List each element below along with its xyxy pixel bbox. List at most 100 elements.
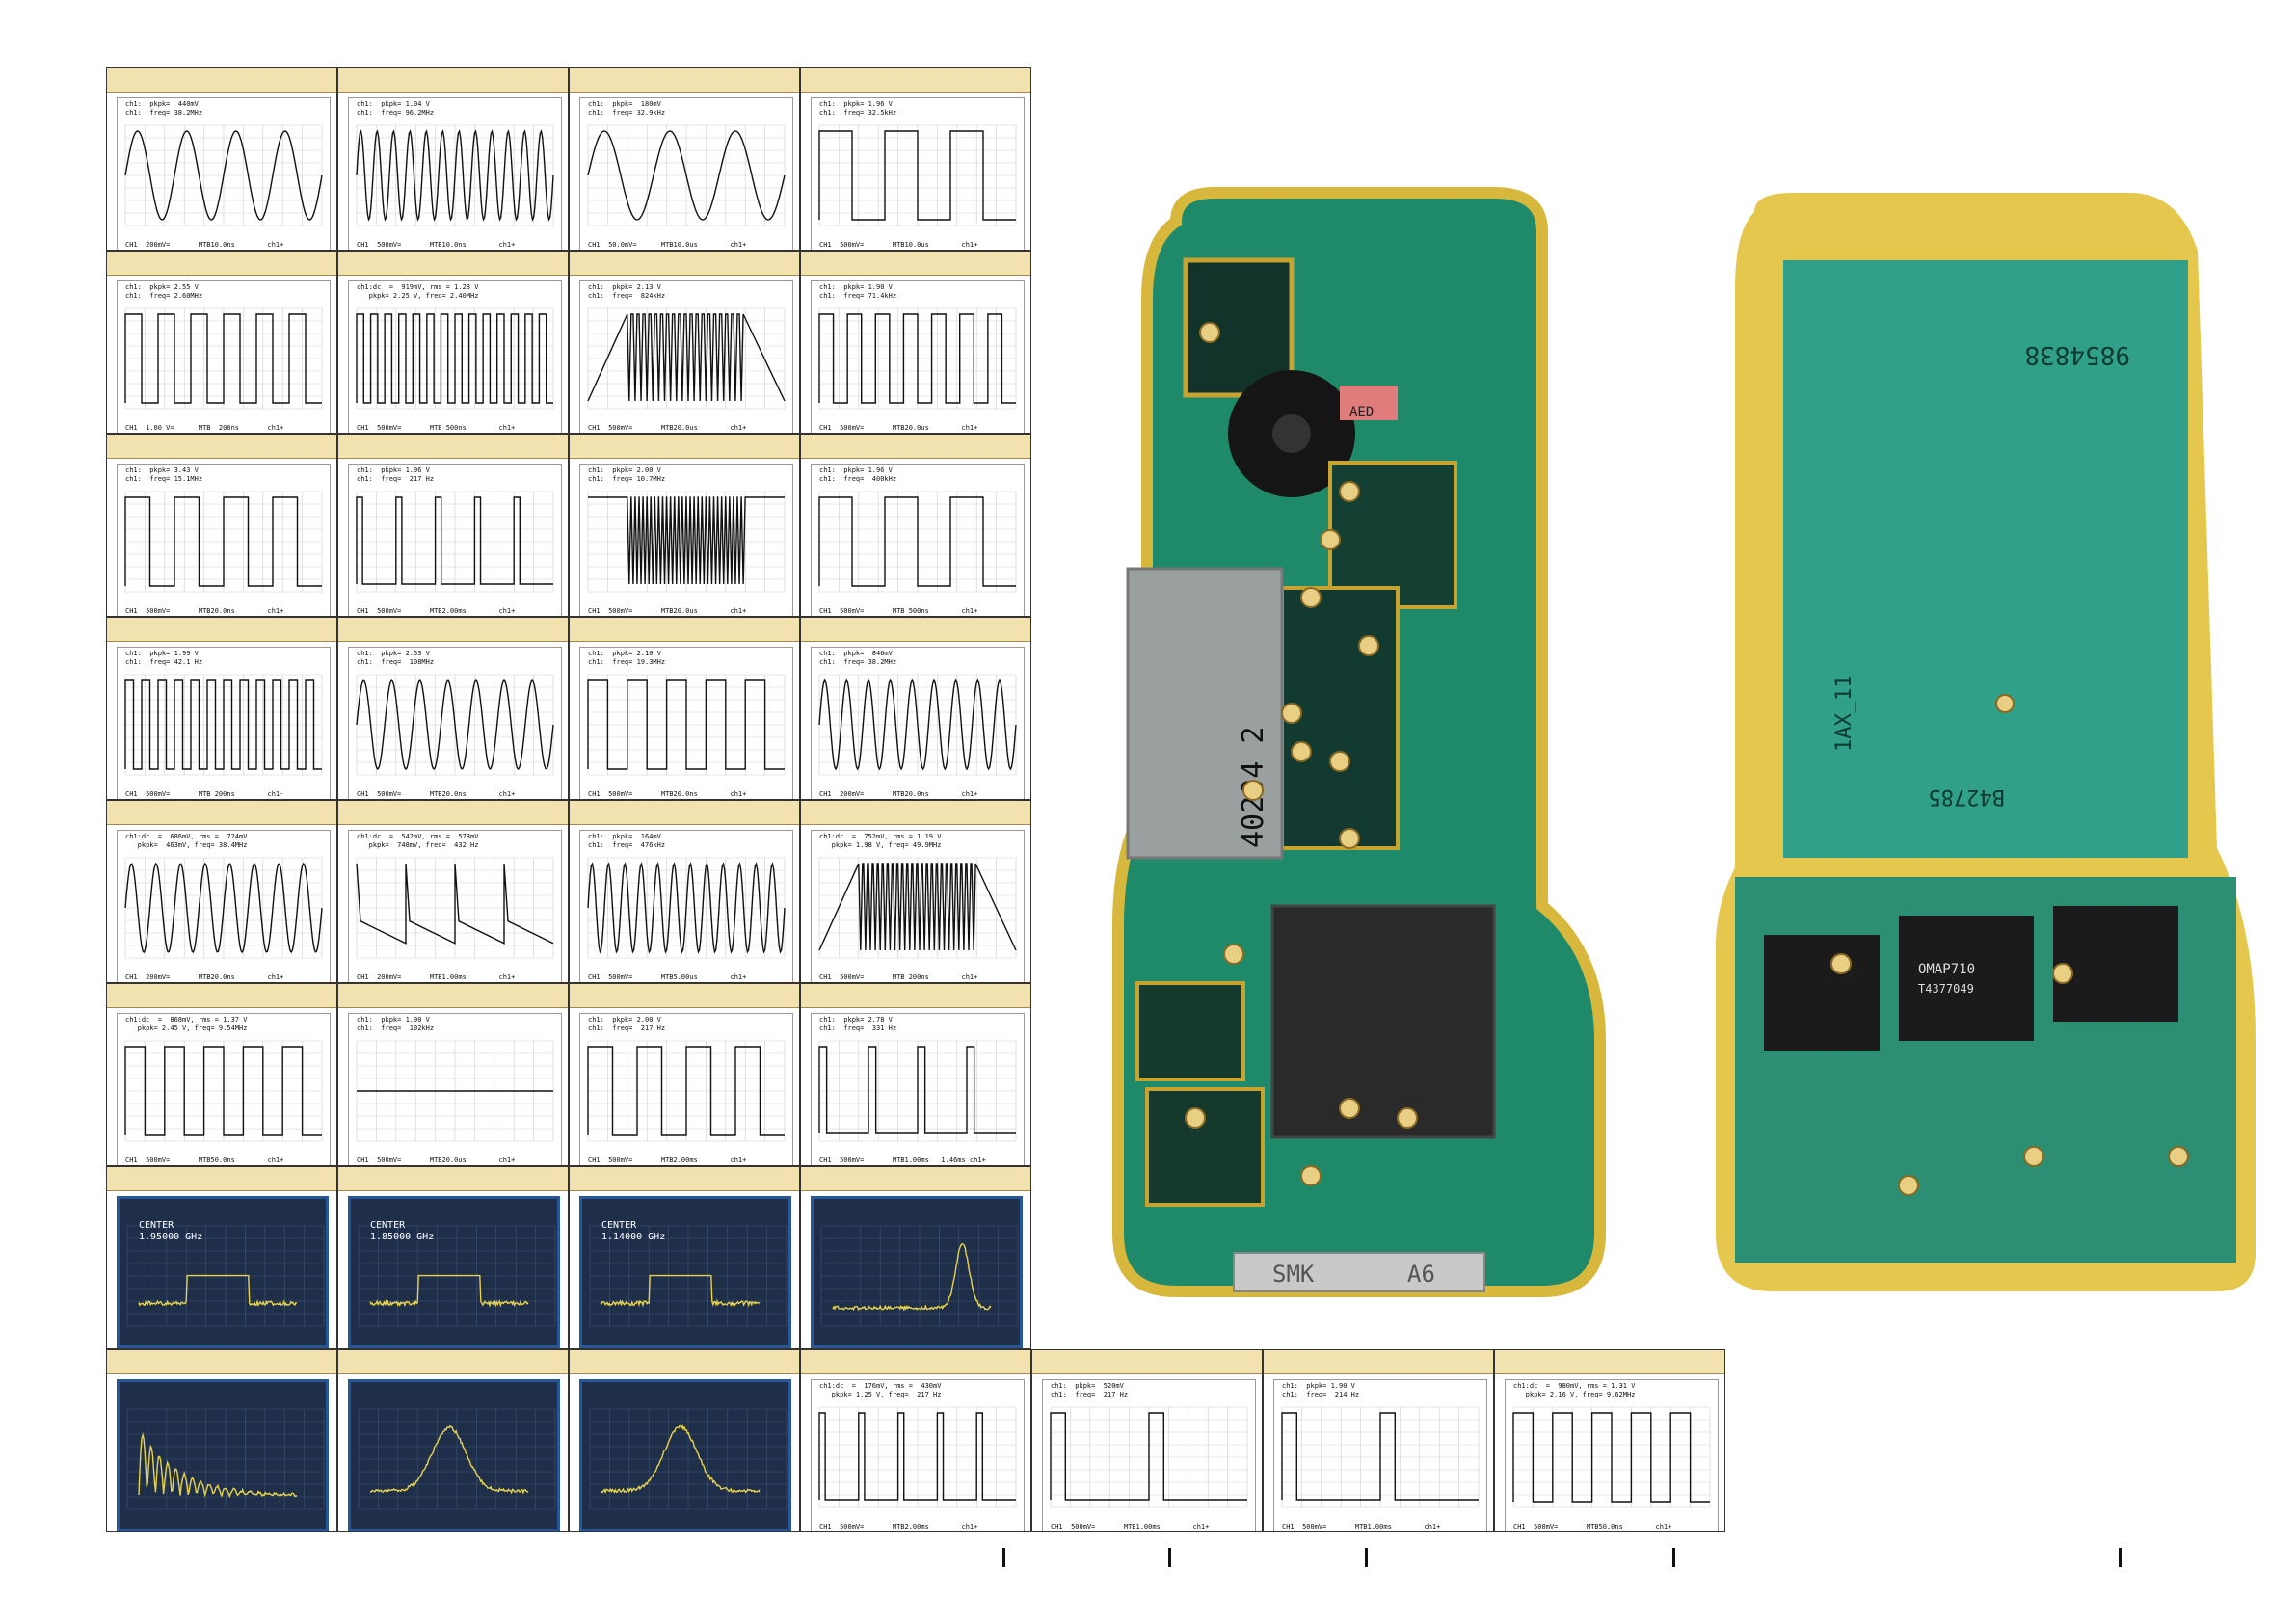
measurement-line-2: ch1: freq= 96.2MHz bbox=[357, 109, 434, 117]
scope-screen: ch1: pkpk= 1.96 Vch1: freq= 400kHzCH1 50… bbox=[811, 464, 1025, 617]
spectrum-tile bbox=[569, 1349, 800, 1532]
scope-settings: CH1 500mV= MTB 200ns ch1+ bbox=[819, 973, 977, 981]
waveform-plot bbox=[812, 1014, 1024, 1166]
scope-settings: CH1 500mV= MTB20.0us ch1+ bbox=[357, 1157, 515, 1164]
tile-header bbox=[570, 618, 799, 642]
measurement-line-1: ch1: pkpk= 1.96 V bbox=[357, 466, 430, 474]
waveform-plot bbox=[580, 98, 792, 251]
waveform-plot bbox=[580, 465, 792, 617]
connector-label: SMK bbox=[1272, 1261, 1315, 1288]
measurement-line-2: ch1: freq= 217 Hz bbox=[357, 475, 434, 483]
tile-header bbox=[801, 1167, 1030, 1191]
measurement-line-1: ch1:dc = 980mV, rms = 1.31 V bbox=[1513, 1382, 1635, 1390]
pcb-front-side: AED 40204 2 SMK A6 bbox=[1060, 173, 1658, 1311]
tile-header bbox=[338, 1167, 568, 1191]
tile-header bbox=[801, 801, 1030, 825]
scope-settings: CH1 200mV= MTB20.0ns ch1+ bbox=[125, 973, 283, 981]
measurement-line-2: pkpk= 1.25 V, freq= 217 Hz bbox=[819, 1391, 941, 1398]
scope-screen: ch1: pkpk= 440mVch1: freq= 38.2MHzCH1 20… bbox=[117, 97, 331, 251]
measurement-line-1: ch1: pkpk= 180mV bbox=[588, 100, 661, 108]
tile-header bbox=[1032, 1350, 1262, 1374]
measurement-line-2: ch1: freq= 2.60MHz bbox=[125, 292, 202, 300]
oscilloscope-tile: ch1:dc = 919mV, rms = 1.28 V pkpk= 2.25 … bbox=[337, 251, 569, 434]
tile-header bbox=[801, 252, 1030, 276]
waveform-plot bbox=[118, 648, 330, 800]
measurement-line-1: ch1:dc = 752mV, rms = 1.19 V bbox=[819, 833, 941, 840]
measurement-line-1: ch1: pkpk= 1.99 V bbox=[125, 650, 199, 657]
measurement-line-2: pkpk= 2.16 V, freq= 9.62MHz bbox=[1513, 1391, 1635, 1398]
page-marker bbox=[1672, 1548, 1675, 1567]
spectrum-screen: CENTER1.14000 GHz bbox=[579, 1196, 791, 1348]
oscilloscope-tile: ch1: pkpk= 2.10 Vch1: freq= 19.3MHzCH1 5… bbox=[569, 617, 800, 800]
tile-header bbox=[570, 252, 799, 276]
measurement-line-1: ch1: pkpk= 1.90 V bbox=[819, 283, 893, 291]
measurement-line-1: ch1: pkpk= 2.00 V bbox=[588, 1016, 661, 1024]
scope-settings: CH1 200mV= MTB1.00ms ch1+ bbox=[357, 973, 515, 981]
processor-label: OMAP710 bbox=[1918, 962, 1975, 977]
scope-screen: ch1: pkpk= 2.00 Vch1: freq= 217 HzCH1 50… bbox=[579, 1013, 793, 1166]
measurement-line-1: ch1: pkpk= 2.53 V bbox=[357, 650, 430, 657]
measurement-line-2: pkpk= 748mV, freq= 432 Hz bbox=[357, 841, 478, 849]
page-marker bbox=[2119, 1548, 2122, 1567]
measurement-line-2: ch1: freq= 217 Hz bbox=[1051, 1391, 1128, 1398]
scope-screen: ch1: pkpk= 520mVch1: freq= 217 HzCH1 500… bbox=[1042, 1379, 1256, 1532]
tile-header bbox=[338, 984, 568, 1008]
signal-trace bbox=[833, 1244, 991, 1310]
measurement-line-1: CENTER bbox=[139, 1220, 174, 1231]
waveform-plot bbox=[812, 1380, 1024, 1532]
measurement-line-2: ch1: freq= 214 Hz bbox=[1282, 1391, 1359, 1398]
waveform-plot bbox=[580, 1014, 792, 1166]
tile-header bbox=[107, 1167, 336, 1191]
scope-settings: CH1 500mV= MTB1.00ms ch1+ bbox=[1282, 1523, 1440, 1530]
oscilloscope-tile: ch1: pkpk= 2.78 Vch1: freq= 331 HzCH1 50… bbox=[800, 983, 1031, 1166]
oscilloscope-tile: ch1: pkpk= 520mVch1: freq= 217 HzCH1 500… bbox=[1031, 1349, 1263, 1532]
oscilloscope-tile: ch1:dc = 542mV, rms = 578mV pkpk= 748mV,… bbox=[337, 800, 569, 983]
tile-header bbox=[338, 68, 568, 93]
scope-screen: ch1: pkpk= 2.53 Vch1: freq= 108MHzCH1 50… bbox=[348, 647, 562, 800]
scope-screen: ch1:dc = 176mV, rms = 430mV pkpk= 1.25 V… bbox=[811, 1379, 1025, 1532]
oscilloscope-tile: ch1: pkpk= 1.99 Vch1: freq= 42.1 HzCH1 5… bbox=[106, 617, 337, 800]
measurement-line-1: ch1: pkpk= 2.13 V bbox=[588, 283, 661, 291]
spectrum-screen: CENTER1.85000 GHz bbox=[348, 1196, 560, 1348]
tile-header bbox=[107, 618, 336, 642]
measurement-line-1: ch1: pkpk= 164mV bbox=[588, 833, 661, 840]
oscilloscope-tile: ch1:dc = 686mV, rms = 724mV pkpk= 463mV,… bbox=[106, 800, 337, 983]
scope-settings: CH1 500mV= MTB10.0us ch1+ bbox=[819, 241, 977, 249]
waveform-plot bbox=[580, 648, 792, 800]
waveform-plot bbox=[120, 1382, 332, 1532]
scope-screen: ch1: pkpk= 1.90 Vch1: freq= 214 HzCH1 50… bbox=[1273, 1379, 1487, 1532]
measurement-line-2: pkpk= 463mV, freq= 38.4MHz bbox=[125, 841, 247, 849]
scope-screen: ch1: pkpk= 2.13 Vch1: freq= 824kHzCH1 50… bbox=[579, 280, 793, 434]
oscilloscope-tile: ch1: pkpk= 3.43 Vch1: freq= 15.1MHzCH1 5… bbox=[106, 434, 337, 617]
measurement-line-1: ch1: pkpk= 846mV bbox=[819, 650, 893, 657]
tile-header bbox=[570, 435, 799, 459]
measurement-line-2: ch1: freq= 38.2MHz bbox=[125, 109, 202, 117]
measurement-line-2: 1.95000 GHz bbox=[139, 1232, 202, 1242]
tile-header bbox=[1495, 1350, 1724, 1374]
measurement-line-1: ch1: pkpk= 1.90 V bbox=[357, 1016, 430, 1024]
pcb-back-side: 9854838 1AX_11 B42785 OMAP710 T4377049 bbox=[1677, 173, 2275, 1311]
spectrum-tile bbox=[800, 1166, 1031, 1349]
tile-header bbox=[338, 801, 568, 825]
scope-screen: ch1:dc = 686mV, rms = 724mV pkpk= 463mV,… bbox=[117, 830, 331, 983]
measurement-line-2: ch1: freq= 32.5kHz bbox=[819, 109, 896, 117]
waveform-plot bbox=[814, 1199, 1026, 1349]
processor-lot: T4377049 bbox=[1918, 982, 1974, 996]
tile-header bbox=[107, 68, 336, 93]
tile-header bbox=[338, 1350, 568, 1374]
tile-header bbox=[570, 801, 799, 825]
pcb-photos: AED 40204 2 SMK A6 9854838 1AX_11 B42785… bbox=[1060, 173, 2275, 1330]
signal-trace bbox=[1051, 1413, 1247, 1500]
page-marker bbox=[1168, 1548, 1171, 1567]
waveform-plot bbox=[351, 1382, 563, 1532]
tile-header bbox=[801, 618, 1030, 642]
scope-screen: ch1:dc = 919mV, rms = 1.28 V pkpk= 2.25 … bbox=[348, 280, 562, 434]
scope-settings: CH1 500mV= MTB50.0ns ch1+ bbox=[125, 1157, 283, 1164]
scope-settings: CH1 500mV= MTB20.0ns ch1+ bbox=[125, 607, 283, 615]
measurement-line-1: ch1: pkpk= 1.04 V bbox=[357, 100, 430, 108]
waveform-plot bbox=[118, 1014, 330, 1166]
tile-header bbox=[1264, 1350, 1493, 1374]
scope-settings: CH1 500mV= MTB20.0ns ch1+ bbox=[588, 790, 746, 798]
measurement-line-2: ch1: freq= 476kHz bbox=[588, 841, 665, 849]
oscilloscope-tile: ch1: pkpk= 1.04 Vch1: freq= 96.2MHzCH1 5… bbox=[337, 67, 569, 251]
